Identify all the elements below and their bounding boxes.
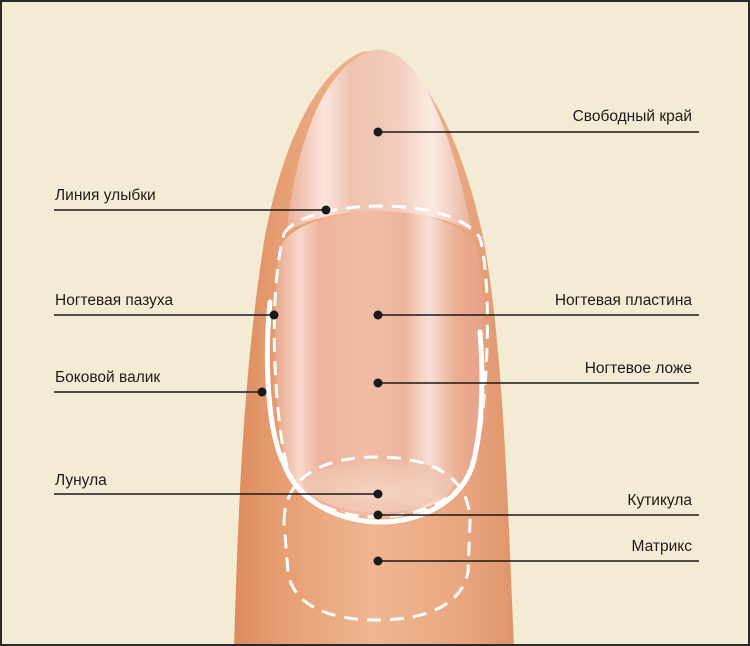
label-matrix: Матрикс — [631, 538, 692, 555]
dot-nail-sinus — [269, 310, 279, 320]
dot-nail-plate — [373, 310, 383, 320]
label-lunula: Лунула — [55, 472, 107, 489]
dot-lateral-fold — [257, 387, 267, 397]
nail-free-edge — [287, 49, 472, 232]
label-nail-plate: Ногтевая пластина — [554, 292, 692, 309]
label-smile-line: Линия улыбки — [55, 187, 156, 204]
leader-lines — [54, 131, 699, 562]
dot-lunula — [373, 489, 383, 499]
label-cuticle: Кутикула — [627, 492, 692, 509]
dot-smile-line — [321, 205, 331, 215]
anchor-dots — [257, 127, 383, 566]
dot-nail-bed — [373, 378, 383, 388]
nail-plate — [274, 211, 484, 518]
matrix-dashed-outline — [282, 455, 472, 622]
dot-matrix — [373, 556, 383, 566]
label-nail-sinus: Ногтевая пазуха — [55, 292, 174, 309]
label-nail-bed: Ногтевое ложе — [584, 360, 692, 377]
label-lateral-fold: Боковой валик — [55, 369, 161, 386]
nail-bed-dashed-outline — [272, 204, 489, 519]
label-free-edge: Свободный край — [572, 108, 692, 125]
dot-cuticle — [373, 510, 383, 520]
lunula — [302, 461, 457, 513]
cuticle-outline — [264, 299, 485, 525]
dot-free-edge — [373, 127, 383, 137]
